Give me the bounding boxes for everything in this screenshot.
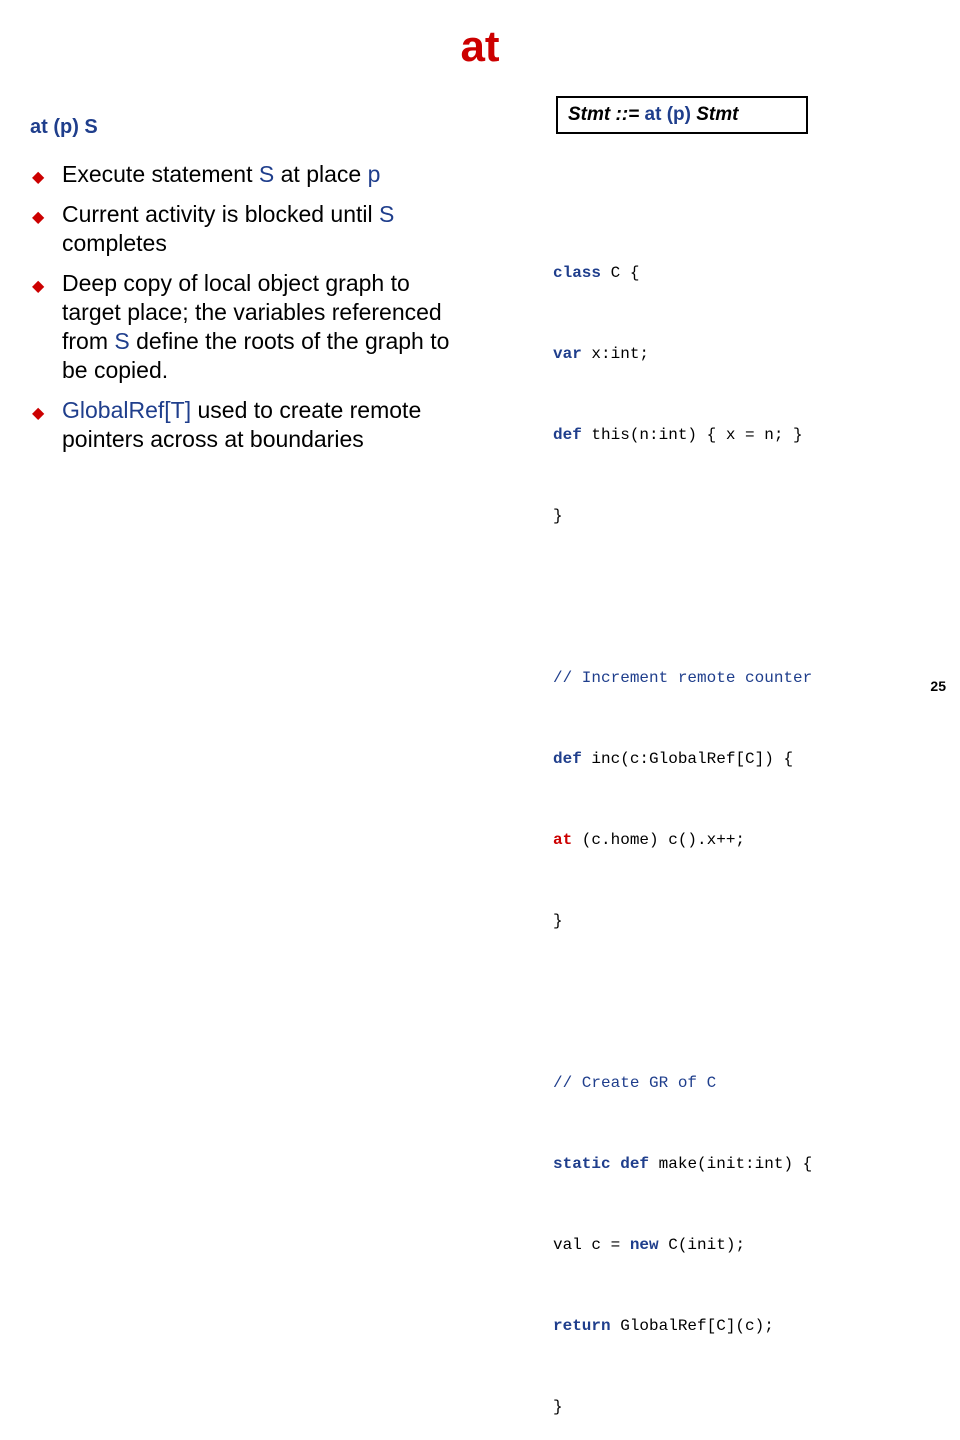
syntax-rhs: Stmt: [696, 104, 739, 125]
code-line: }: [553, 908, 812, 935]
code-text: }: [553, 507, 563, 525]
code-blank-line: [553, 584, 812, 611]
code-keyword: class: [553, 264, 602, 282]
bullet-item: ◆ Current activity is blocked until S co…: [30, 200, 460, 258]
code-text: x:int;: [581, 345, 650, 363]
code-keyword: new: [629, 1236, 659, 1254]
code-text: C(init);: [658, 1236, 746, 1254]
code-text: }: [553, 912, 563, 930]
bullet-text: used to create remote pointers across at…: [62, 397, 422, 452]
code-line: var x:int;: [553, 341, 812, 368]
code-text: make(init:int) {: [649, 1155, 813, 1173]
code-text: C {: [601, 264, 640, 282]
code-text: GlobalRef[C](c);: [610, 1317, 774, 1335]
code-text: val c =: [553, 1236, 630, 1254]
code-line: at (c.home) c().x++;: [553, 827, 812, 854]
code-line: // Increment remote counter: [553, 665, 812, 692]
code-keyword: return: [553, 1317, 611, 1335]
code-keyword: var: [553, 345, 582, 363]
code-line: def this(n:int) { x = n; }: [553, 422, 812, 449]
bullet-text: completes: [62, 230, 167, 256]
code-line: static def make(init:int) {: [553, 1151, 812, 1178]
bullet-list: ◆ Execute statement S at place p ◆ Curre…: [30, 160, 460, 465]
code-text: (c.home) c().x++;: [572, 831, 746, 849]
code-keyword: static: [553, 1155, 611, 1173]
diamond-bullet-icon: ◆: [32, 209, 45, 226]
syntax-lhs: Stmt ::=: [568, 104, 640, 125]
bullet-text: at place: [274, 161, 368, 187]
bullet-item: ◆ GlobalRef[T] used to create remote poi…: [30, 396, 460, 454]
code-line: // Create GR of C: [553, 1070, 812, 1097]
syntax-middle: at (p): [644, 104, 691, 125]
bullet-highlight: GlobalRef[T]: [62, 397, 192, 423]
code-comment: // Increment remote counter: [553, 669, 813, 687]
code-at-keyword: at: [553, 831, 573, 849]
bullet-text: Execute statement: [62, 161, 259, 187]
code-line: def inc(c:GlobalRef[C]) {: [553, 746, 812, 773]
code-line: return GlobalRef[C](c);: [553, 1313, 812, 1340]
code-comment: // Create GR of C: [553, 1074, 717, 1092]
bullet-item: ◆ Execute statement S at place p: [30, 160, 460, 189]
code-line: }: [553, 1394, 812, 1421]
code-blank-line: [553, 989, 812, 1016]
code-keyword: def: [553, 750, 582, 768]
syntax-box: Stmt ::= at (p) Stmt: [556, 96, 808, 134]
bullet-highlight: S: [114, 328, 130, 354]
code-text: inc(c:GlobalRef[C]) {: [581, 750, 794, 768]
bullet-text: Current activity is blocked until: [62, 201, 380, 227]
slide-title: at: [460, 22, 500, 71]
code-text: [611, 1155, 621, 1173]
bullet-text: define the roots of the graph to be copi…: [62, 328, 450, 383]
diamond-bullet-icon: ◆: [32, 278, 45, 295]
diamond-bullet-icon: ◆: [32, 405, 45, 422]
code-line: val c = new C(init);: [553, 1232, 812, 1259]
bullet-text: Deep copy of local object graph to targe…: [62, 270, 442, 354]
code-line: class C {: [553, 260, 812, 287]
bullet-highlight: p: [367, 161, 381, 187]
section-heading: at (p) S: [30, 116, 98, 138]
code-keyword: def: [620, 1155, 650, 1173]
code-block: class C { var x:int; def this(n:int) { x…: [553, 206, 812, 1440]
bullet-highlight: S: [379, 201, 395, 227]
code-text: this(n:int) { x = n; }: [581, 426, 803, 444]
code-line: }: [553, 503, 812, 530]
code-keyword: def: [553, 426, 582, 444]
bullet-item: ◆ Deep copy of local object graph to tar…: [30, 269, 460, 385]
bullet-highlight: S: [258, 161, 275, 187]
code-text: }: [553, 1398, 563, 1416]
page-number: 25: [930, 678, 946, 694]
diamond-bullet-icon: ◆: [32, 169, 45, 186]
